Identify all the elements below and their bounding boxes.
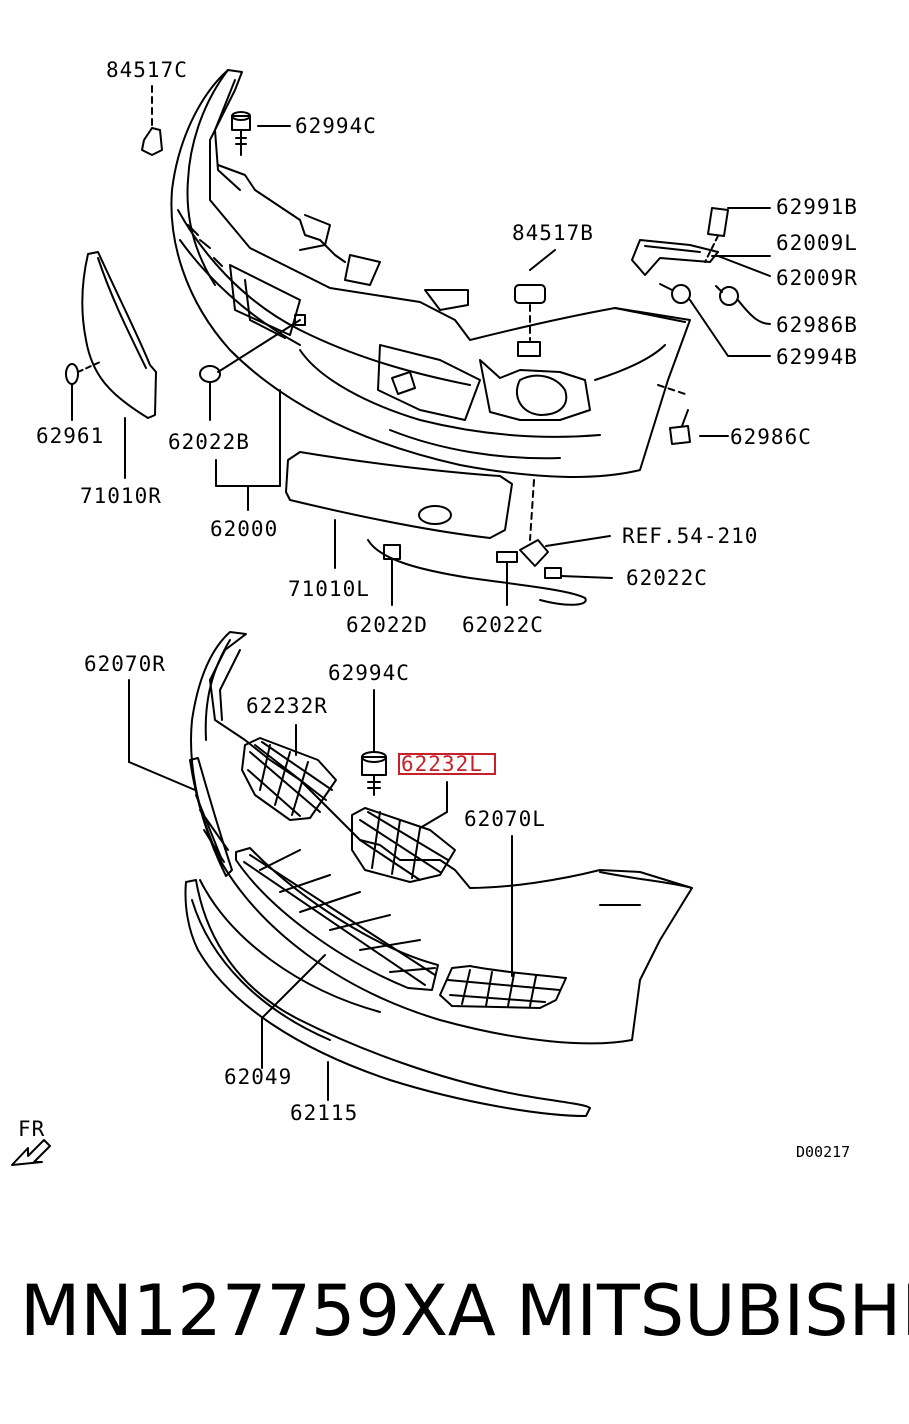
label-62000: 62000 <box>210 517 278 541</box>
caption: MN127759XA MITSUBISHI <box>0 1270 909 1380</box>
callout-62000 <box>215 389 281 511</box>
mesh-62070L <box>439 835 567 1009</box>
label-62070L: 62070L <box>464 807 546 831</box>
grille-62232R <box>241 724 337 821</box>
label-62986B: 62986B <box>776 313 858 337</box>
drawing-number: D00217 <box>796 1143 850 1161</box>
bolt-62994C-top <box>231 111 291 156</box>
label-71010R: 71010R <box>80 484 162 508</box>
lower-bumper-cover <box>190 631 693 1045</box>
label-62049: 62049 <box>224 1065 292 1089</box>
clip-84517B <box>514 249 556 357</box>
grille-62232L <box>351 781 456 883</box>
bracket-62009 <box>631 207 771 276</box>
label-84517C: 84517C <box>106 58 188 82</box>
clip-84517C <box>141 85 163 156</box>
bolt-62994B <box>659 283 771 357</box>
label-62232R: 62232R <box>246 694 328 718</box>
front-arrow-icon <box>11 1139 51 1166</box>
part-labels: 84517C 62994C 62991B 62009L 62009R 84517… <box>18 58 858 1161</box>
label-62009R: 62009R <box>776 266 858 290</box>
leader-lines <box>717 255 771 277</box>
label-62022B: 62022B <box>168 430 250 454</box>
label-ref-54-210: REF.54-210 <box>622 524 758 548</box>
label-62994C-mid: 62994C <box>328 661 410 685</box>
label-62232L: 62232L <box>401 752 483 776</box>
label-62022C-bottom: 62022C <box>462 613 544 637</box>
label-62991B: 62991B <box>776 195 858 219</box>
label-84517B: 84517B <box>512 221 594 245</box>
brand-name: MITSUBISHI <box>516 1270 909 1352</box>
label-62961: 62961 <box>36 424 104 448</box>
grille-62070R <box>128 679 233 877</box>
label-62994B: 62994B <box>776 345 858 369</box>
nut-62986B <box>715 285 771 325</box>
label-62986C: 62986C <box>730 425 812 449</box>
lower-trim-62115 <box>184 879 591 1117</box>
label-62022C-right: 62022C <box>626 566 708 590</box>
screw-62986C <box>657 384 729 445</box>
label-62070R: 62070R <box>84 652 166 676</box>
fog-lamp-harness <box>367 479 613 606</box>
front-bumper-cover <box>170 69 691 478</box>
label-71010L: 71010L <box>288 577 370 601</box>
label-62115: 62115 <box>290 1101 358 1125</box>
side-trim-71010R <box>81 251 157 479</box>
clip-62022B <box>199 319 301 421</box>
label-62009L: 62009L <box>776 231 858 255</box>
part-number: MN127759XA <box>20 1270 496 1352</box>
highlight-box <box>398 753 496 775</box>
clip-62961 <box>65 361 101 421</box>
label-62022D: 62022D <box>346 613 428 637</box>
label-fr: FR <box>18 1117 45 1141</box>
mesh-62049 <box>235 847 439 1069</box>
side-trim-71010L <box>285 451 513 569</box>
bolt-62994C-mid <box>361 689 387 796</box>
label-62994C-top: 62994C <box>295 114 377 138</box>
